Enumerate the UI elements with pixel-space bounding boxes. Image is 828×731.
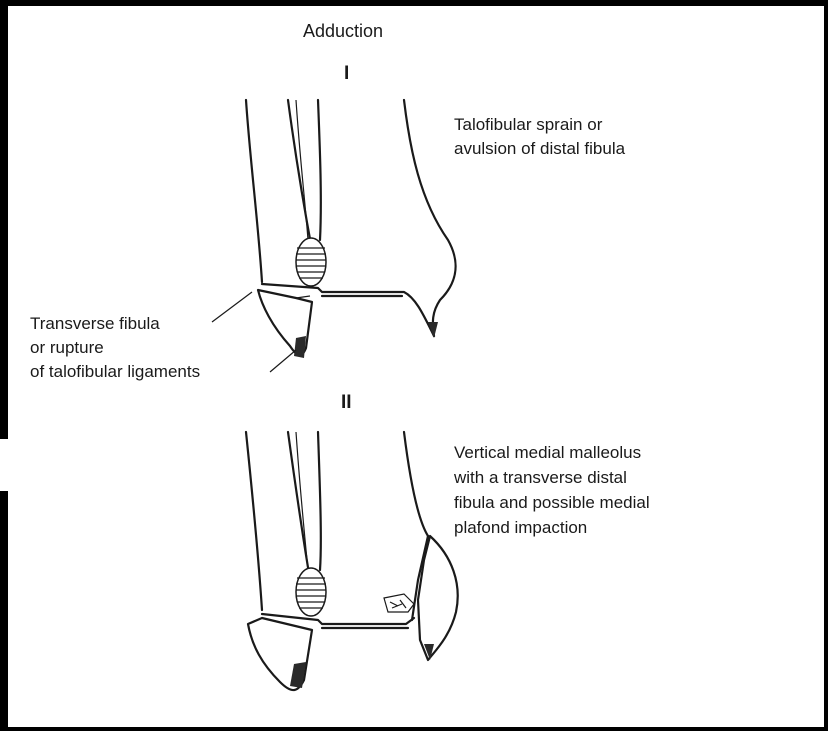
talofibular-ligament-stage-1 [294, 336, 306, 358]
talofibular-ligament-stage-2 [290, 662, 306, 688]
tibia-shaft-stage-1 [318, 100, 321, 240]
ankle-diagram-stage-2 [246, 432, 458, 690]
medial-fracture-line-stage-2 [412, 536, 428, 620]
ankle-diagram-stage-1 [212, 100, 456, 372]
fracture-line-stage-1 [258, 290, 310, 298]
stage-description-line: Vertical medial malleolus [454, 442, 641, 463]
plafond-stage-1 [262, 284, 434, 336]
callout-line: Transverse fibula [30, 313, 160, 334]
callout-leader-stage-1b [270, 350, 296, 372]
figure-title: Adduction [303, 21, 383, 42]
stage-description-line: plafond impaction [454, 517, 587, 538]
stage-description-line: avulsion of distal fibula [454, 138, 625, 159]
syndesmosis-coil-stage-1 [296, 238, 326, 286]
fibula-shaft-stage-2 [246, 432, 262, 610]
tibia-medial-edge-stage-1 [404, 100, 456, 336]
stage-numeral: II [341, 392, 352, 414]
stage-numeral: I [344, 63, 349, 85]
callout-line: or rupture [30, 337, 104, 358]
syndesmosis-coil-stage-2 [296, 568, 326, 616]
stage-description-line: fibula and possible medial [454, 492, 650, 513]
callout-leader-stage-1 [212, 292, 252, 322]
plafond-impaction-stage-2 [384, 594, 414, 612]
stage-description-line: Talofibular sprain or [454, 114, 602, 135]
fibula-shaft-stage-1 [246, 100, 262, 282]
tibia-shaft-stage-2 [318, 432, 321, 570]
tibia-medial-edge-stage-2 [404, 432, 428, 536]
callout-line: of talofibular ligaments [30, 361, 200, 382]
stage-description-line: with a transverse distal [454, 467, 627, 488]
fracture-line-stage-2 [248, 618, 312, 630]
